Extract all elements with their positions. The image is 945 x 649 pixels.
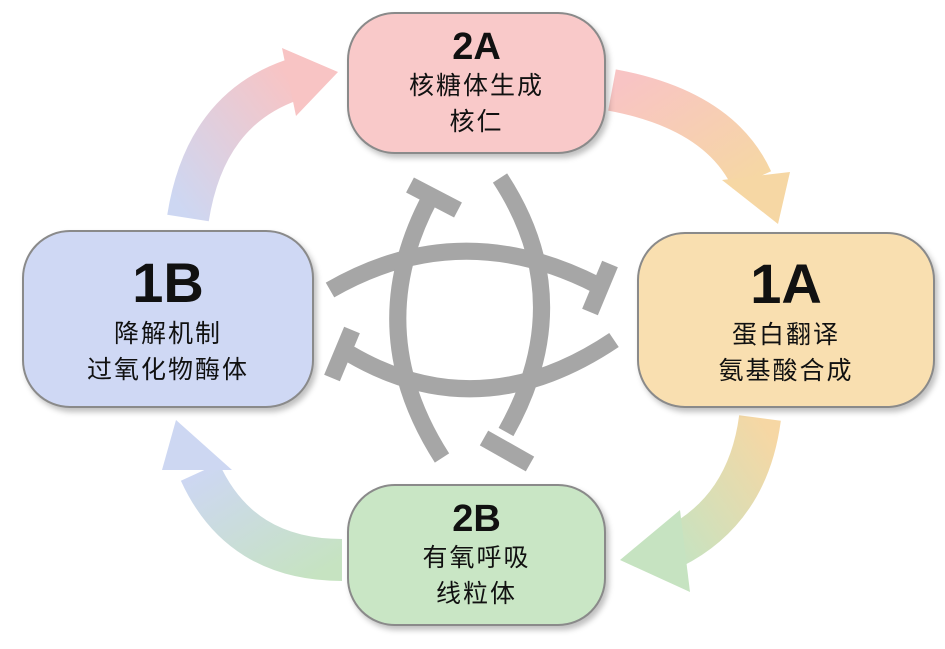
node-2b-line-1: 有氧呼吸 — [422, 543, 531, 572]
arrow-1b-to-2a — [167, 48, 338, 222]
node-1b-line-2: 过氧化物酶体 — [86, 355, 249, 384]
node-1b-line-1: 降解机制 — [113, 319, 222, 348]
arrow-2a-to-1a — [607, 69, 790, 224]
node-2a-code: 2A — [452, 26, 501, 68]
node-1a: 1A 蛋白翻译 氨基酸合成 — [637, 232, 935, 408]
node-1a-line-2: 氨基酸合成 — [718, 356, 854, 385]
node-2a-line-1: 核糖体生成 — [408, 71, 544, 100]
node-2b-line-2: 线粒体 — [435, 579, 517, 608]
node-1b-code: 1B — [132, 251, 204, 314]
arrow-1a-to-2b — [620, 414, 781, 592]
node-2a-line-2: 核仁 — [449, 107, 504, 136]
node-1a-code: 1A — [750, 252, 822, 315]
node-2b-code: 2B — [452, 498, 501, 540]
arrow-2b-to-1b — [162, 420, 343, 581]
center-crossed-arcs-icon — [324, 173, 619, 472]
node-2a: 2A 核糖体生成 核仁 — [347, 12, 606, 154]
node-2b: 2B 有氧呼吸 线粒体 — [347, 484, 606, 626]
node-1b: 1B 降解机制 过氧化物酶体 — [22, 230, 314, 408]
node-1a-line-1: 蛋白翻译 — [731, 320, 840, 349]
